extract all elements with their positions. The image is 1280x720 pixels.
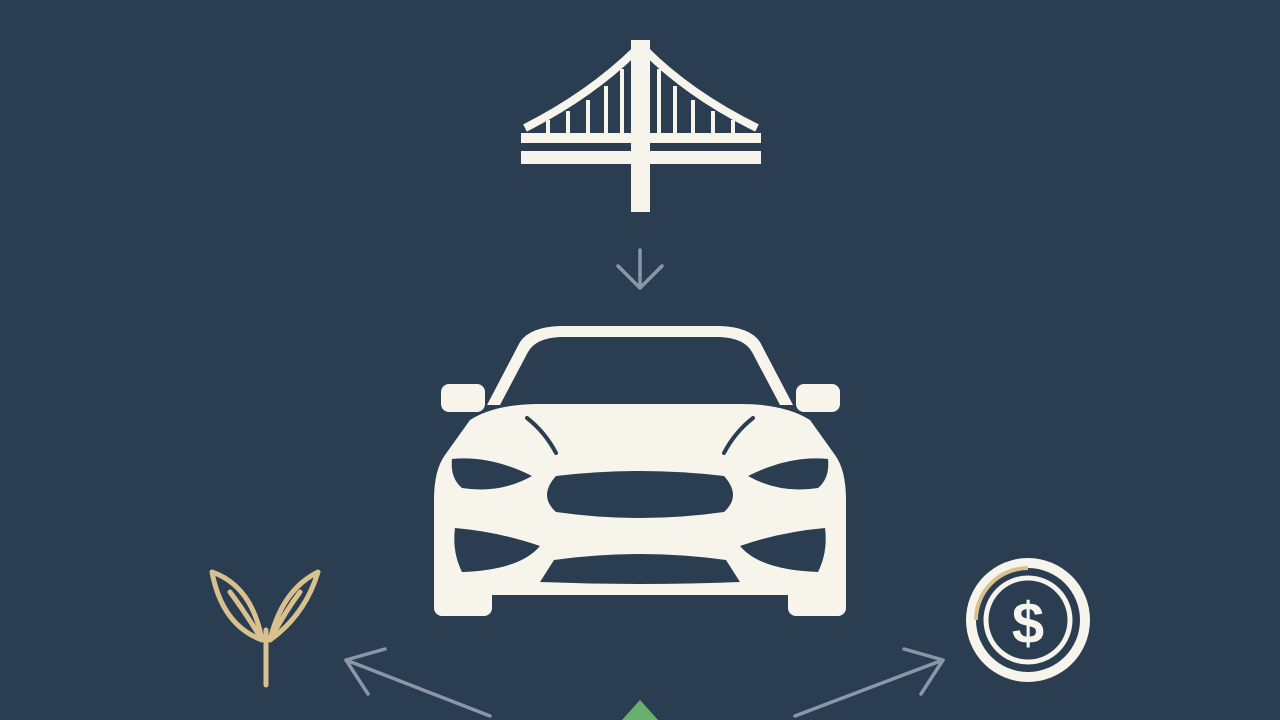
arrow-car-to-leaf	[344, 647, 492, 718]
green-triangle-icon	[622, 700, 658, 720]
car-icon	[434, 326, 846, 616]
leaf-icon	[209, 569, 321, 688]
dollar-coin-icon: $	[966, 558, 1090, 682]
arrow-car-to-coin	[793, 647, 945, 718]
bridge-icon	[521, 40, 761, 212]
arrow-bridge-to-car	[616, 248, 664, 290]
dollar-sign: $	[1012, 591, 1044, 656]
